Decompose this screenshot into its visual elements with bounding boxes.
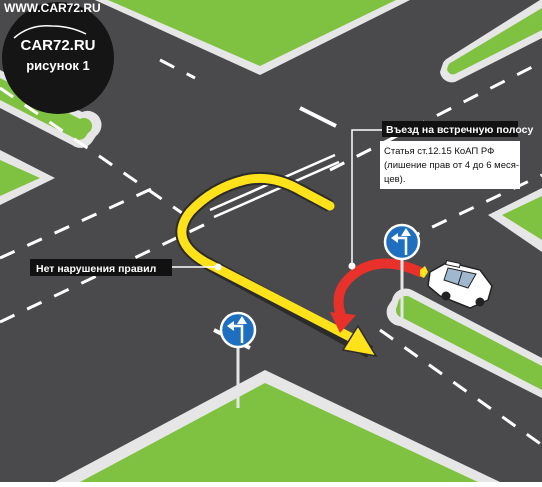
callout-ok-title: Нет нарушения правил: [36, 263, 156, 275]
turn-signal-icon: [420, 266, 428, 278]
grass-corner-bottom: [55, 370, 500, 482]
car-outline-icon: [13, 25, 87, 39]
callout-ok: Нет нарушения правил: [30, 259, 172, 276]
callout-violation: Въезд на встречную полосу Статья ст.12.1…: [380, 121, 533, 189]
median-island-right: [386, 288, 542, 398]
grass-corner-left: [0, 150, 55, 205]
badge-figure: рисунок 1: [26, 58, 90, 73]
median-island-top-right: [440, 0, 542, 83]
callout-leaders: [172, 129, 382, 268]
watermark: WWW.CAR72.RU: [4, 1, 101, 15]
callout-violation-title: Въезд на встречную полосу: [386, 124, 533, 136]
badge-site: CAR72.RU: [20, 37, 95, 54]
logo-badge: CAR72.RU рисунок 1: [2, 2, 114, 114]
leader-dot-ok: [214, 263, 222, 271]
grass-corner-right: [488, 188, 542, 252]
sign-right: [383, 223, 421, 318]
grass-corner-top: [95, 0, 410, 75]
leader-dot-violation: [348, 262, 356, 270]
callout-violation-line-3: цев).: [384, 174, 405, 185]
car-icon: [420, 259, 493, 309]
legal-uturn-path: [175, 171, 378, 358]
callout-violation-line-2: (лишение прав от 4 до 6 меся-: [384, 160, 519, 171]
callout-violation-line-1: Статья ст.12.15 КоАП РФ: [384, 146, 494, 157]
sign-left: [219, 311, 257, 408]
